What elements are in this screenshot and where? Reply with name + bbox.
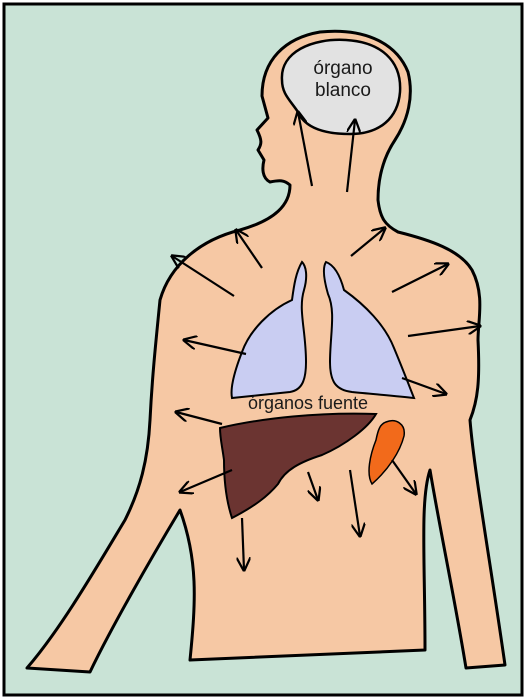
target-organ-label-line2: blanco bbox=[315, 80, 371, 101]
target-organ-label-line1: órgano bbox=[313, 58, 372, 79]
source-organs-label: órganos fuente bbox=[248, 393, 368, 413]
